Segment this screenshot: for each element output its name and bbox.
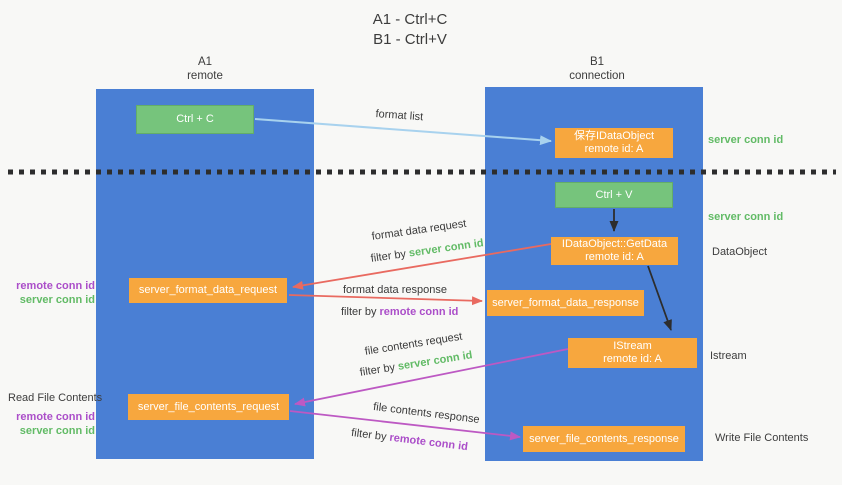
node-file-response-label: server_file_contents_response <box>529 432 679 445</box>
node-istream: IStream remote id: A <box>568 338 697 368</box>
lane-a1-role: remote <box>187 70 223 82</box>
node-ctrl-c: Ctrl + C <box>136 105 254 134</box>
node-getdata-line2: remote id: A <box>585 251 644 263</box>
write-file-contents-annotation: Write File Contents <box>715 432 809 444</box>
remote-conn-id-text: remote conn id <box>379 306 459 318</box>
remote-conn-id-annotation: remote conn id <box>16 411 95 423</box>
lane-b1-role: connection <box>569 70 625 82</box>
read-file-contents-annotation: Read File Contents <box>8 392 103 404</box>
node-save-idataobject-line1: 保存IDataObject <box>573 130 655 142</box>
node-server-format-data-request: server_format_data_request <box>129 278 287 303</box>
dataobject-annotation: DataObject <box>712 246 768 258</box>
remote-conn-id-annotation: remote conn id <box>16 280 95 292</box>
format-data-response-arrow <box>288 294 483 306</box>
format-list-arrow <box>254 118 552 146</box>
lane-b1-header: B1 connection <box>537 55 657 83</box>
conn-id-annotation-pair-bottom: remote conn id server conn id <box>0 410 95 438</box>
node-istream-line1: IStream <box>613 340 652 352</box>
node-ctrl-v: Ctrl + V <box>555 182 673 208</box>
server-conn-id-annotation: server conn id <box>19 294 95 306</box>
node-save-idataobject: 保存IDataObject remote id: A <box>555 128 673 158</box>
istream-annotation: Istream <box>710 350 747 362</box>
format-data-request-arrow <box>292 243 552 290</box>
node-format-response-label: server_format_data_response <box>492 296 639 309</box>
file-contents-response-arrow <box>289 410 521 441</box>
conn-id-annotation-pair-top: remote conn id server conn id <box>0 279 95 307</box>
lane-a1-header: A1 remote <box>145 55 265 83</box>
node-ctrl-v-label: Ctrl + V <box>595 188 633 201</box>
node-istream-line2: remote id: A <box>603 353 662 365</box>
file-contents-request-arrow <box>294 348 569 407</box>
lane-a1-name: A1 <box>197 56 213 68</box>
lane-b1-name: B1 <box>589 56 605 68</box>
filter-by-remote-conn-id-label-1: filter by remote conn id <box>341 306 458 318</box>
getdata-to-istream-arrow <box>647 265 672 331</box>
node-save-idataobject-line2: remote id: A <box>584 143 644 155</box>
title-line-2: B1 - Ctrl+V <box>373 31 447 48</box>
node-idataobject-getdata: IDataObject::GetData remote id: A <box>551 237 678 265</box>
diagram-title: A1 - Ctrl+C B1 - Ctrl+V <box>0 10 820 50</box>
server-conn-id-annotation: server conn id <box>19 425 95 437</box>
filter-prefix: filter by <box>341 306 377 318</box>
server-conn-id-annotation-top: server conn id <box>708 134 784 146</box>
node-file-request-label: server_file_contents_request <box>137 400 280 413</box>
node-format-request-label: server_format_data_request <box>138 284 278 296</box>
node-server-file-contents-response: server_file_contents_response <box>523 426 685 452</box>
node-server-format-data-response: server_format_data_response <box>487 290 644 316</box>
format-data-response-label: format data response <box>343 284 447 296</box>
node-server-file-contents-request: server_file_contents_request <box>128 394 289 420</box>
server-conn-id-annotation-mid: server conn id <box>708 211 784 223</box>
node-getdata-line1: IDataObject::GetData <box>561 238 668 250</box>
title-line-1: A1 - Ctrl+C <box>372 11 448 28</box>
node-ctrl-c-label: Ctrl + C <box>176 113 214 125</box>
